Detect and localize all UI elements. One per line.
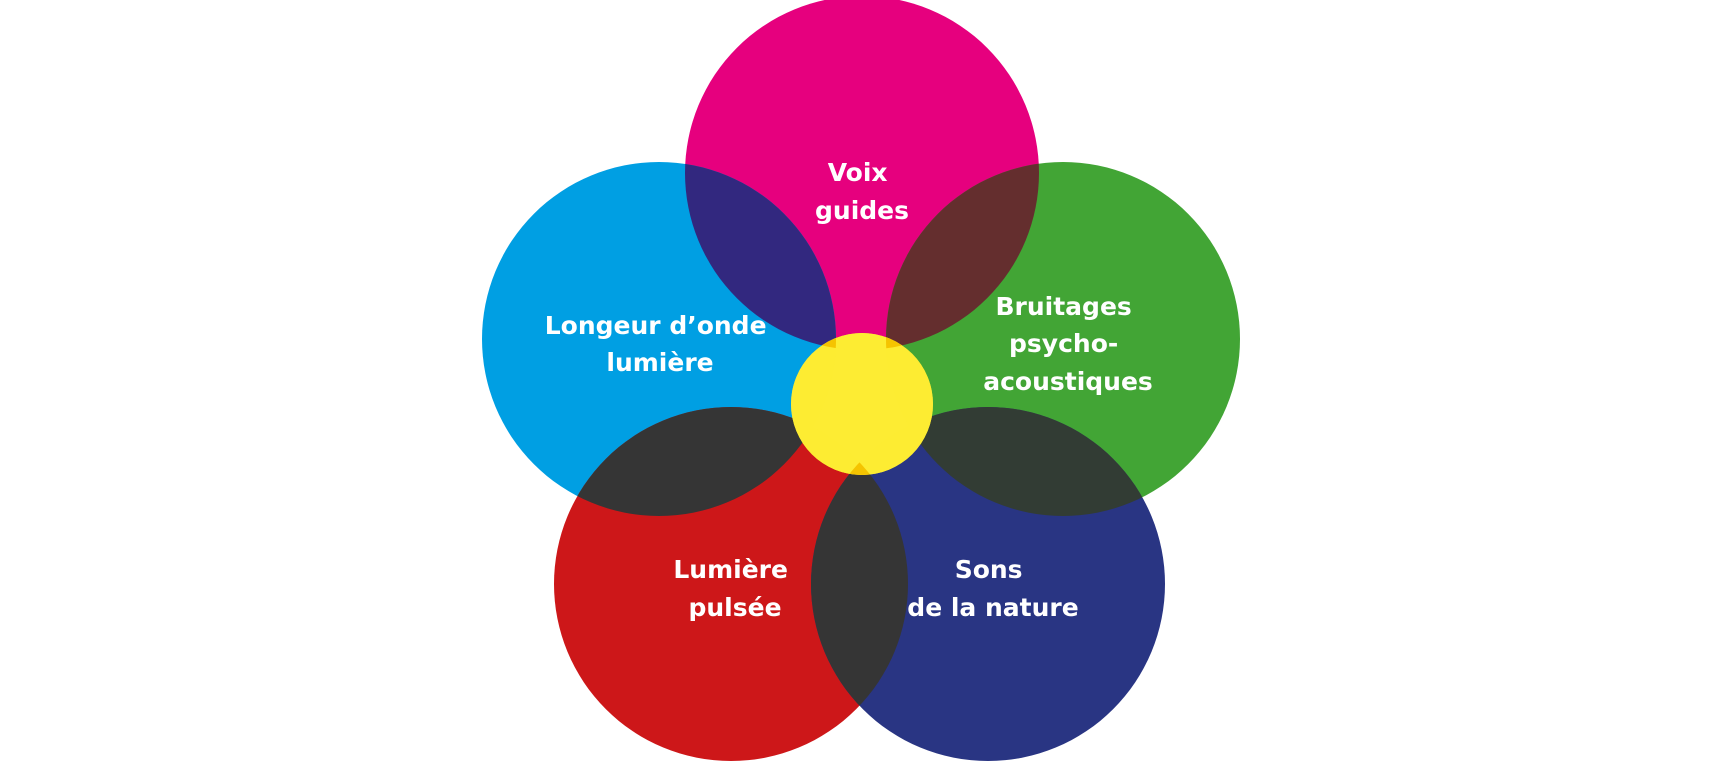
label-voix-guides: Voix guides	[815, 158, 909, 225]
overlap-voix-bruitages	[886, 162, 1039, 350]
label-bruitages-psychoacoustiques: Bruitages psycho- acoustiques	[983, 292, 1153, 396]
label-longeur-onde-lumiere: Longeur d’onde lumière	[545, 311, 776, 377]
label-sons-de-la-nature: Sons de la nature	[907, 555, 1078, 622]
overlap-voix-longeur	[685, 162, 836, 350]
label-lumiere-pulsee: Lumière pulsée	[673, 555, 796, 622]
